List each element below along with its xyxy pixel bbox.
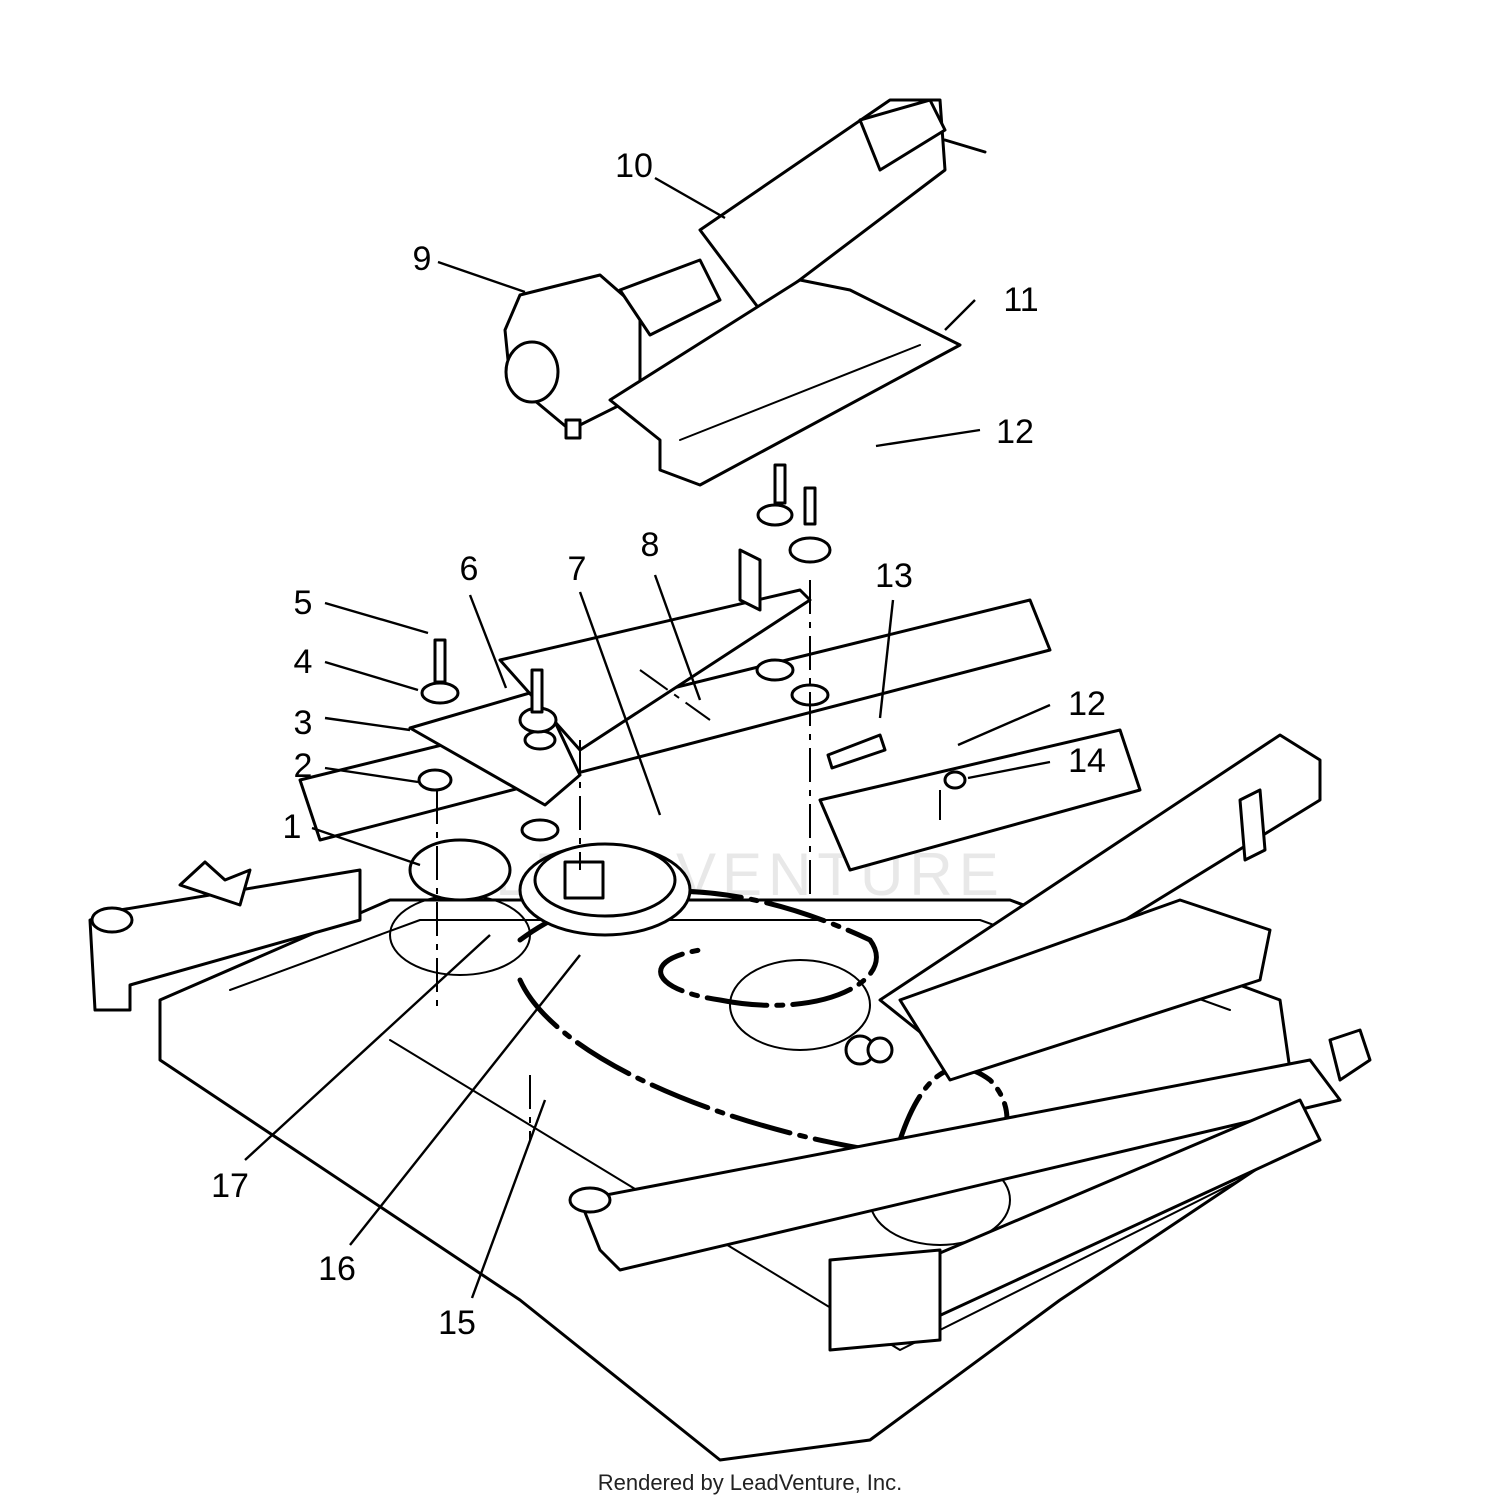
gearbox-assembly (503, 98, 987, 487)
idler-bracket (408, 463, 967, 842)
callout-16: 16 (318, 954, 581, 1288)
callout-7: 7 (568, 550, 662, 816)
svg-text:9: 9 (413, 240, 432, 278)
callout-11: 11 (944, 281, 1039, 331)
svg-text:6: 6 (460, 550, 479, 588)
callout-6: 6 (460, 550, 508, 689)
svg-text:15: 15 (438, 1304, 476, 1342)
svg-text:16: 16 (318, 1250, 356, 1288)
tractor-frame (88, 598, 1372, 1352)
callout-9: 9 (413, 240, 526, 294)
svg-text:3: 3 (294, 704, 313, 742)
deck-pulleys (408, 768, 692, 937)
svg-text:5: 5 (294, 584, 313, 622)
callout-12-top: 12 (875, 413, 1034, 451)
callout-15: 15 (438, 1099, 547, 1342)
svg-text:14: 14 (1068, 742, 1106, 780)
svg-text:7: 7 (568, 550, 587, 588)
callout-2: 2 (294, 747, 419, 785)
svg-text:17: 17 (211, 1167, 249, 1205)
svg-text:11: 11 (1003, 281, 1038, 319)
callout-17: 17 (211, 934, 491, 1205)
footer-credit: Rendered by LeadVenture, Inc. (597, 1470, 903, 1495)
svg-text:12: 12 (1068, 685, 1106, 723)
callout-10: 10 (615, 147, 726, 220)
callout-13: 13 (875, 557, 913, 719)
svg-text:1: 1 (283, 808, 302, 846)
callout-1: 1 (283, 808, 421, 867)
callout-5: 5 (294, 584, 429, 635)
callout-4: 4 (294, 643, 419, 692)
svg-text:13: 13 (875, 557, 913, 595)
svg-text:2: 2 (294, 747, 313, 785)
assembly-center-lines (436, 580, 941, 1140)
callout-12-right: 12 (957, 685, 1106, 747)
svg-text:10: 10 (615, 147, 653, 185)
callout-8: 8 (641, 526, 702, 701)
callout-3: 3 (294, 704, 411, 742)
svg-text:12: 12 (996, 413, 1034, 451)
svg-text:4: 4 (294, 643, 313, 681)
callout-14: 14 (967, 742, 1106, 780)
svg-text:8: 8 (641, 526, 660, 564)
